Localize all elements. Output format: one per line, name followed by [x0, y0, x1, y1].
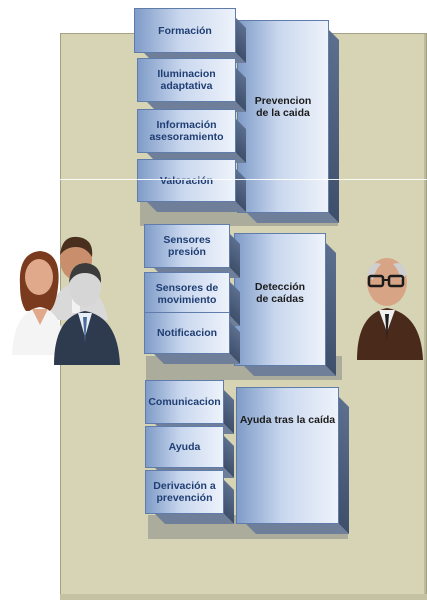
group2-item-sensores-presion[interactable]: Sensores presión — [144, 224, 240, 278]
group2-item-label: Sensores de movimiento — [155, 282, 219, 306]
group3-item-label: Ayuda — [168, 441, 201, 453]
group3-item-comunicacion[interactable]: Comunicacion — [145, 380, 234, 434]
group3-item-label: Comunicacion — [148, 396, 221, 408]
group3-item-derivacion[interactable]: Derivación a prevención — [145, 470, 234, 524]
group1-item-valoracion[interactable]: Valoración — [137, 159, 246, 212]
group1-item-formacion[interactable]: Formación — [134, 8, 246, 63]
group1-item-informacion[interactable]: Información asesoramiento — [137, 109, 246, 163]
group2-main-box[interactable]: Detección de caídas — [234, 233, 336, 376]
group1-label: Prevencion de la caida — [254, 94, 312, 119]
group1-item-iluminacion[interactable]: Iluminacion adaptativa — [137, 58, 246, 112]
caregivers-group-icon — [12, 236, 120, 365]
panel-bottom-edge — [60, 594, 427, 600]
elderly-man-icon — [357, 258, 423, 360]
group3-main-box[interactable]: Ayuda tras la caída — [236, 387, 349, 534]
horizontal-divider-line — [60, 179, 427, 180]
group1-item-label: Iluminacion adaptativa — [157, 68, 216, 92]
group1-item-label: Formación — [158, 24, 212, 37]
group3-label: Ayuda tras la caída — [239, 413, 336, 426]
group2-item-label: Notificacion — [156, 327, 218, 339]
group3-item-label: Derivación a prevención — [153, 480, 216, 504]
group2-item-sensores-movimiento[interactable]: Sensores de movimiento — [144, 272, 240, 326]
group2-item-label: Sensores presión — [163, 234, 211, 258]
group2-label: Detección de caídas — [254, 280, 306, 305]
group1-item-label: Valoración — [159, 174, 214, 187]
group3-item-ayuda[interactable]: Ayuda — [145, 426, 234, 478]
group2-item-notificacion[interactable]: Notificacion — [144, 312, 240, 364]
group1-item-label: Información asesoramiento — [149, 119, 224, 143]
group1-main-box[interactable]: Prevencion de la caida — [237, 20, 339, 223]
